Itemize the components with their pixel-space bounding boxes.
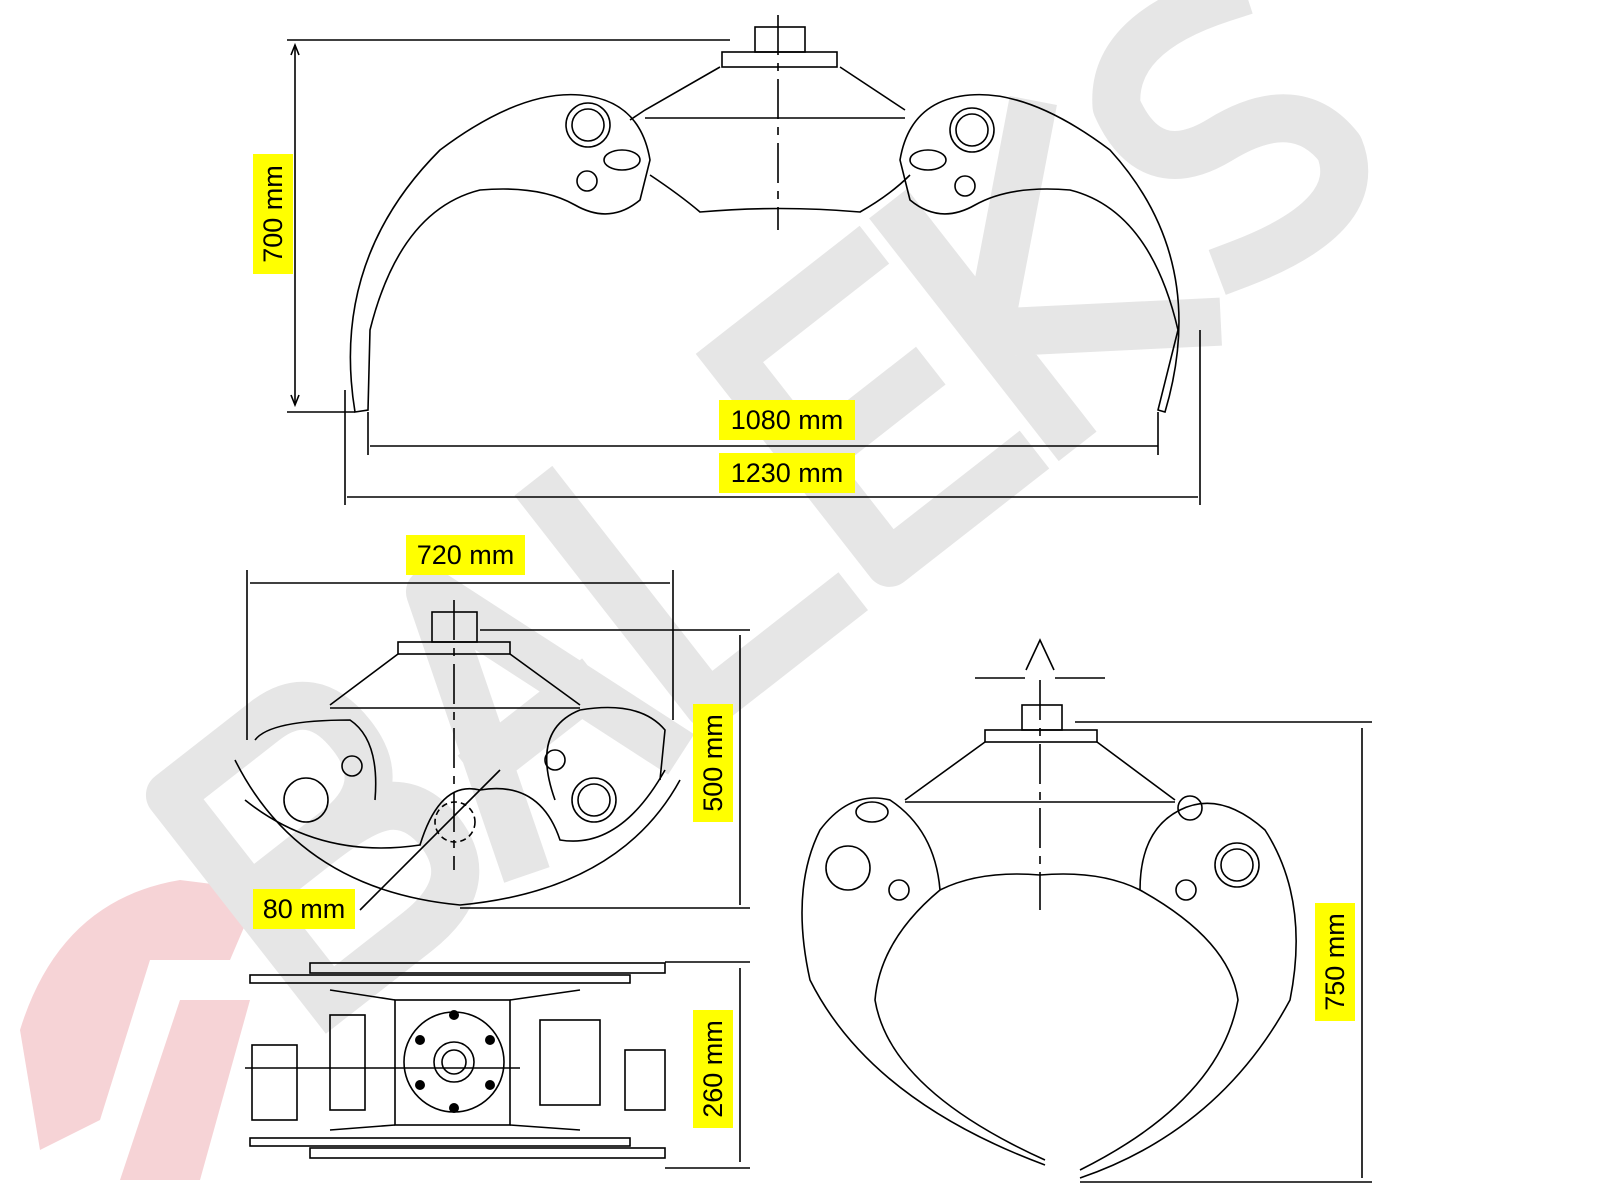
dim-label-1230: 1230 mm (719, 453, 855, 493)
dim-label-500: 500 mm (693, 704, 733, 822)
dim-label-700: 700 mm (253, 154, 293, 274)
dim-label-260: 260 mm (693, 1010, 733, 1128)
body-plan-view (245, 961, 750, 1169)
closed-grapple-view (234, 570, 750, 911)
dim-label-720: 720 mm (406, 535, 525, 575)
side-view (801, 638, 1372, 1183)
open-grapple-front-view (287, 15, 1201, 505)
dim-label-750: 750 mm (1315, 903, 1355, 1021)
watermark-logo (20, 0, 1369, 1180)
dim-label-1080: 1080 mm (719, 400, 855, 440)
dim-label-80: 80 mm (253, 889, 355, 929)
watermark-lettering (145, 0, 1369, 1034)
bolt-pattern (415, 1010, 495, 1113)
